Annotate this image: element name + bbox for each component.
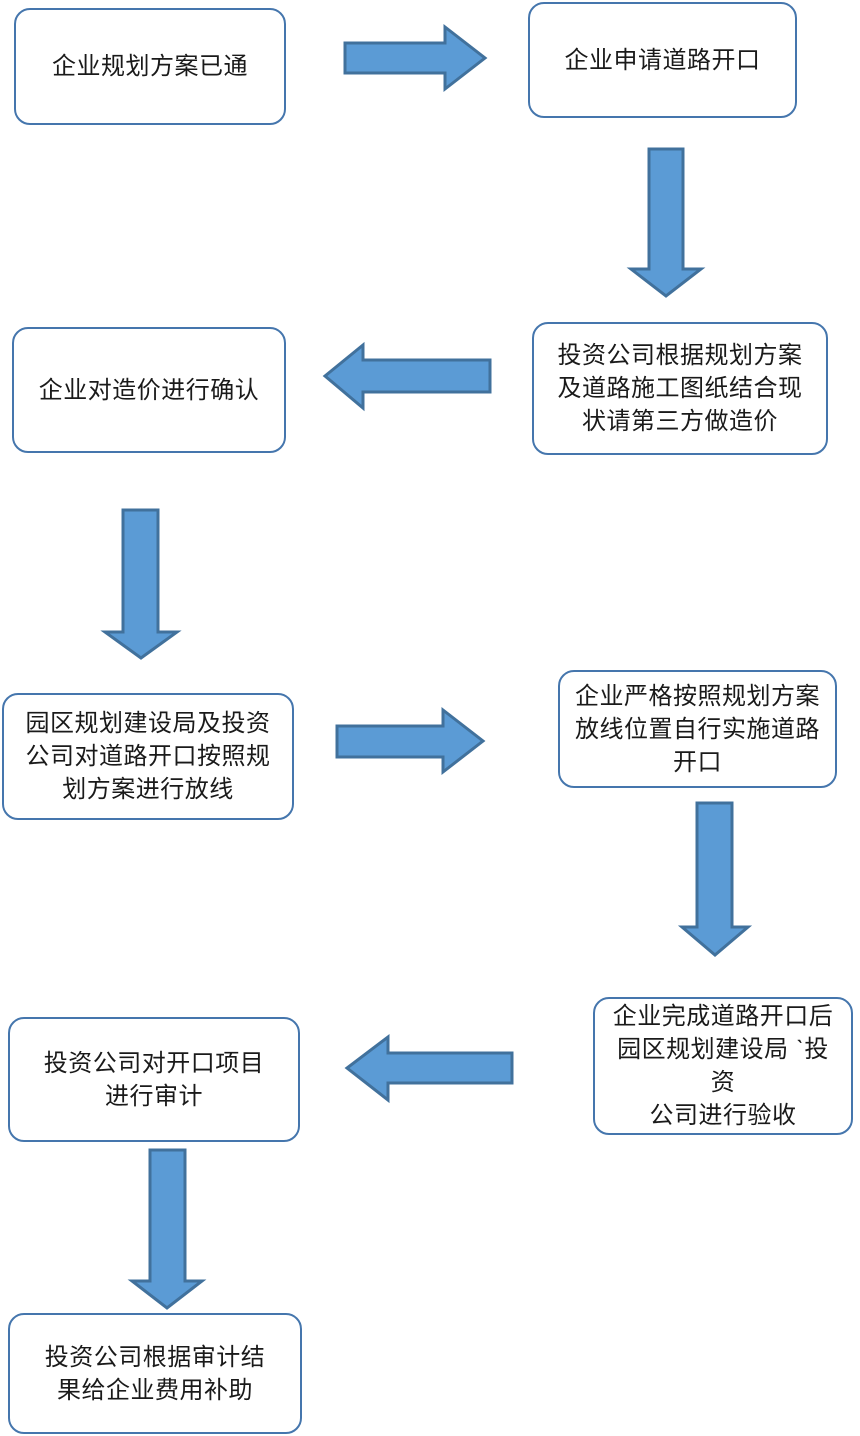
flow-step-8-audit-project: 投资公司对开口项目 进行审计	[8, 1017, 300, 1142]
flow-step-4-label: 企业对造价进行确认	[38, 376, 260, 404]
flow-step-9-subsidy-per-audit: 投资公司根据审计结 果给企业费用补助	[8, 1313, 302, 1434]
flow-step-3-label: 投资公司根据规划方案 及道路施工图纸结合现 状请第三方做造价	[557, 342, 803, 435]
arrow-left-step3-to-step4	[322, 341, 492, 412]
arrow-right-step5-to-step6	[335, 706, 486, 776]
arrow-down-step4-to-step5	[100, 508, 182, 660]
flow-step-6-label: 企业严格按照规划方案 放线位置自行实施道路 开口	[575, 682, 820, 776]
flow-step-2-apply-road-opening: 企业申请道路开口	[528, 2, 797, 118]
flow-step-2-label: 企业申请道路开口	[564, 46, 761, 74]
arrow-down-step6-to-step7	[677, 801, 753, 957]
arrow-right-step1-to-step2	[343, 23, 488, 93]
flow-step-7-acceptance-inspection: 企业完成道路开口后 园区规划建设局 ˋ投资 公司进行验收	[593, 997, 853, 1135]
flow-step-9-label: 投资公司根据审计结 果给企业费用补助	[44, 1343, 266, 1404]
flow-step-5-setting-out-per-plan: 园区规划建设局及投资 公司对道路开口按照规 划方案进行放线	[2, 693, 294, 820]
flow-step-7-label: 企业完成道路开口后 园区规划建设局 ˋ投资 公司进行验收	[612, 1003, 834, 1129]
flow-step-8-label: 投资公司对开口项目 进行审计	[43, 1049, 265, 1110]
flow-step-3-third-party-cost-estimate: 投资公司根据规划方案 及道路施工图纸结合现 状请第三方做造价	[532, 322, 828, 455]
flow-step-6-enterprise-implements-opening: 企业严格按照规划方案 放线位置自行实施道路 开口	[558, 670, 837, 788]
arrow-left-step7-to-step8	[344, 1033, 514, 1104]
flow-step-4-enterprise-confirms-cost: 企业对造价进行确认	[12, 327, 286, 453]
arrow-down-step8-to-step9	[127, 1148, 207, 1310]
flow-step-1-planning-approved: 企业规划方案已通	[14, 8, 286, 125]
flow-step-1-label: 企业规划方案已通	[52, 53, 248, 80]
arrow-down-step2-to-step3	[626, 147, 706, 298]
flow-step-5-label: 园区规划建设局及投资 公司对道路开口按照规 划方案进行放线	[25, 710, 271, 803]
